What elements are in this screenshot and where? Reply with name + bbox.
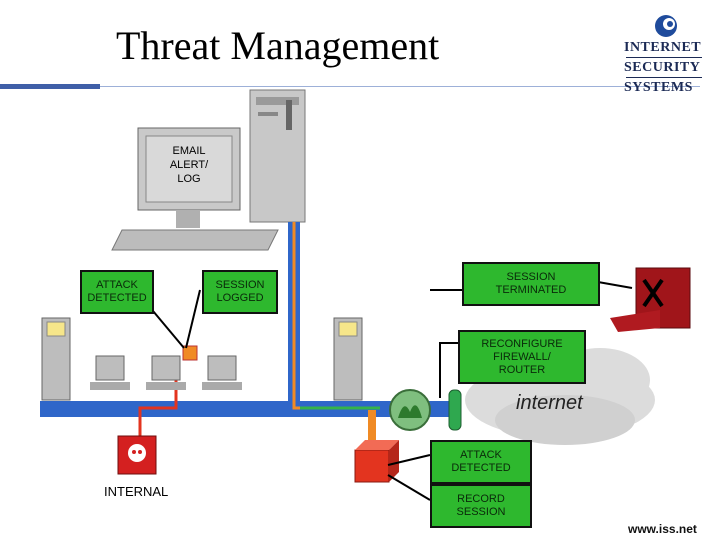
record-session-box: RECORD SESSION bbox=[430, 484, 532, 528]
session-logged-box: SESSION LOGGED bbox=[202, 270, 278, 314]
internal-attacker bbox=[117, 435, 157, 475]
attack-detected-label-right: ATTACK DETECTED bbox=[451, 449, 511, 474]
record-session-label: RECORD SESSION bbox=[456, 493, 506, 518]
page-title: Threat Management bbox=[116, 23, 440, 68]
session-logged-label: SESSION LOGGED bbox=[215, 279, 265, 304]
title-rule bbox=[100, 86, 700, 87]
connector-record bbox=[387, 474, 431, 501]
logo-text: INTERNET SECURITY SYSTEMS bbox=[624, 38, 701, 98]
reconfigure-label: RECONFIGURE FIREWALL/ ROUTER bbox=[481, 337, 563, 376]
logo-divider bbox=[626, 57, 702, 58]
reconfigure-box: RECONFIGURE FIREWALL/ ROUTER bbox=[458, 330, 586, 384]
attack-detected-label-left: ATTACK DETECTED bbox=[87, 279, 147, 304]
network-sensor bbox=[354, 440, 399, 483]
logo-line-systems: SYSTEMS bbox=[624, 80, 693, 95]
workstation-right bbox=[333, 317, 363, 401]
iss-logo: INTERNET SECURITY SYSTEMS bbox=[620, 12, 712, 98]
title-rule-accent bbox=[0, 84, 100, 89]
attack-detected-box-left: ATTACK DETECTED bbox=[80, 270, 154, 314]
internal-label: INTERNAL bbox=[104, 484, 169, 499]
workstation-1 bbox=[90, 355, 130, 390]
lan-backbone bbox=[40, 401, 460, 417]
connector-session-logged bbox=[185, 289, 201, 349]
logo-line-internet: INTERNET bbox=[624, 40, 702, 55]
logo-line-security: SECURITY bbox=[624, 60, 701, 75]
connector-terminated-right bbox=[597, 281, 633, 289]
agent-sensor bbox=[182, 345, 198, 361]
iss-swirl-icon bbox=[655, 15, 677, 37]
session-terminated-label: SESSION TERMINATED bbox=[495, 271, 567, 296]
website-url: www.iss.net bbox=[628, 522, 697, 536]
server-tower bbox=[249, 89, 306, 223]
connector-attack-left bbox=[147, 304, 185, 349]
session-terminated-box: SESSION TERMINATED bbox=[462, 262, 600, 306]
attack-detected-box-right: ATTACK DETECTED bbox=[430, 440, 532, 484]
router-icon bbox=[448, 389, 462, 431]
workstation-2 bbox=[146, 355, 186, 390]
connector-attack-right bbox=[387, 454, 431, 466]
console-monitor bbox=[111, 127, 279, 251]
internet-label: internet bbox=[516, 392, 583, 414]
logo-divider bbox=[626, 77, 702, 78]
connector-reconfigure bbox=[439, 342, 458, 398]
email-alert-label: EMAIL ALERT/ LOG bbox=[169, 145, 209, 185]
external-attacker bbox=[610, 267, 691, 332]
workstation-left bbox=[41, 317, 71, 401]
workstation-3 bbox=[202, 355, 242, 390]
firewall-icon bbox=[389, 389, 431, 431]
